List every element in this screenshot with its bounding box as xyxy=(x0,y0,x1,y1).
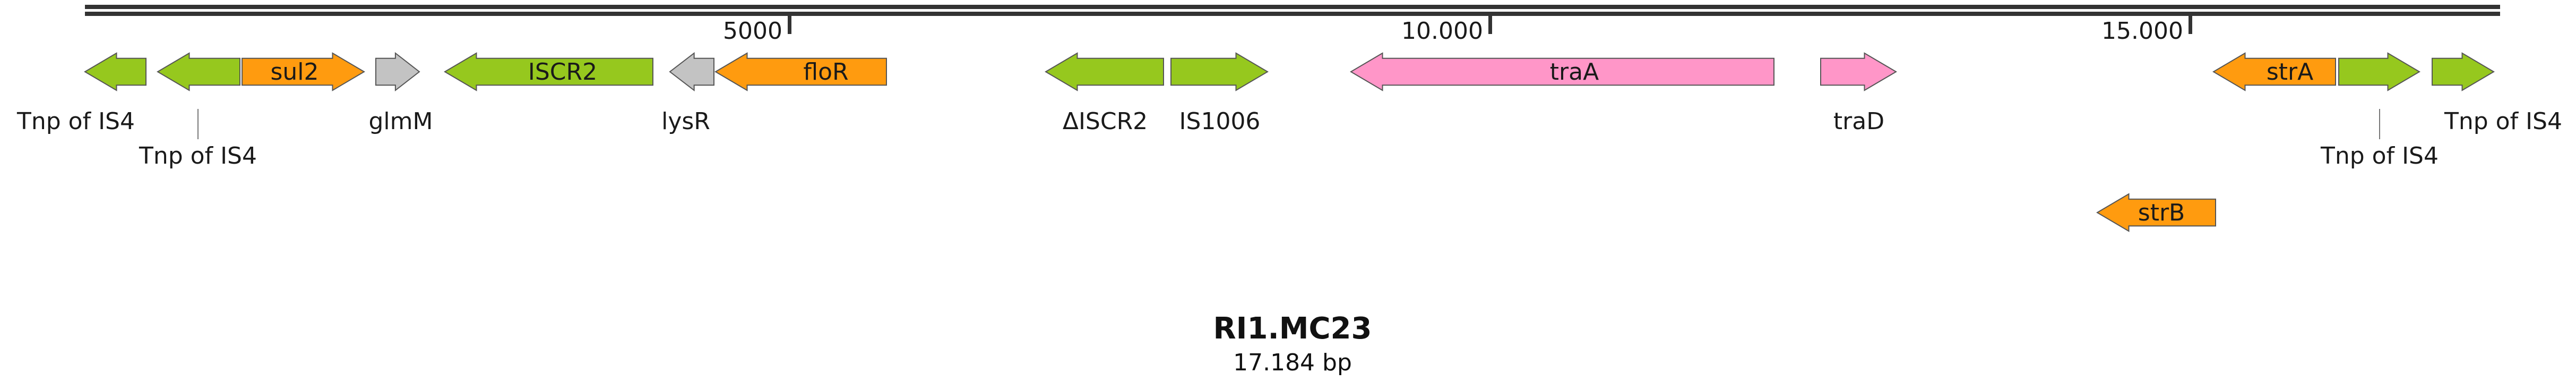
gene-arrow xyxy=(2338,52,2420,91)
gene-arrow xyxy=(1045,52,1164,91)
map-title: RI1.MC23 xyxy=(1213,311,1372,346)
tick-5000: 5000 xyxy=(723,16,791,45)
tick-label: 5000 xyxy=(723,18,782,45)
gene-trad xyxy=(1820,52,1897,91)
gene-stra: strA xyxy=(2212,52,2336,91)
tick-label: 10.000 xyxy=(1401,18,1483,45)
label-lysr: lysR xyxy=(661,108,710,135)
gene-label: strA xyxy=(2267,58,2313,86)
gene-label: ISCR2 xyxy=(528,58,597,86)
gene-arrow xyxy=(1820,52,1897,91)
gene-delta-iscr2 xyxy=(1045,52,1164,91)
label-trad: traD xyxy=(1833,108,1884,135)
gene-tnp-is4-1 xyxy=(84,52,147,91)
gene-arrow xyxy=(1170,52,1269,91)
tick-mark xyxy=(788,16,791,34)
backbone-line-top xyxy=(85,5,2500,9)
gene-label: floR xyxy=(803,58,848,86)
gene-traa: traA xyxy=(1350,52,1774,91)
gene-arrow xyxy=(2432,52,2495,91)
gene-label: traA xyxy=(1550,58,1599,86)
label-is1006: IS1006 xyxy=(1179,108,1261,135)
gene-tnp-is4-3 xyxy=(2338,52,2420,91)
label-glmm: glmM xyxy=(369,108,433,135)
gene-arrow xyxy=(1350,52,1774,91)
label-tnp-is4: Tnp of IS4 xyxy=(16,108,135,135)
gene-arrow xyxy=(157,52,240,91)
gene-arrow xyxy=(444,52,653,91)
tick-mark xyxy=(1488,16,1492,34)
tick-label: 15.000 xyxy=(2101,18,2183,45)
gene-arrow xyxy=(84,52,147,91)
gene-iscr2: ISCR2 xyxy=(444,52,653,91)
gene-label: sul2 xyxy=(270,58,318,86)
gene-glmm xyxy=(375,52,420,92)
gene-arrow xyxy=(669,52,714,92)
gene-label: strB xyxy=(2138,199,2185,226)
gene-is1006 xyxy=(1170,52,1269,91)
tick-15000: 15.000 xyxy=(2101,16,2192,45)
gene-flor: floR xyxy=(714,52,887,91)
label-tnp-is4: Tnp of IS4 xyxy=(2320,142,2439,170)
gene-lysr xyxy=(669,52,714,92)
gene-tnp-is4-2 xyxy=(157,52,240,91)
gene-tnp-is4-4 xyxy=(2432,52,2495,91)
tick-10000: 10.000 xyxy=(1401,16,1492,45)
label-tnp-is4: Tnp of IS4 xyxy=(139,142,257,170)
gene-arrow xyxy=(2212,52,2336,91)
map-length: 17.184 bp xyxy=(1233,349,1352,376)
gene-arrow xyxy=(242,52,365,91)
gene-arrow xyxy=(375,52,420,92)
tick-mark xyxy=(2189,16,2192,34)
backbone-line-bottom xyxy=(85,12,2500,16)
label-delta-iscr2: ΔISCR2 xyxy=(1063,108,1148,135)
gene-arrow xyxy=(714,52,887,91)
label-tnp-is4: Tnp of IS4 xyxy=(2444,108,2562,135)
gene-sul2: sul2 xyxy=(242,52,365,91)
gene-arrow xyxy=(2096,193,2216,232)
gene-strb: strB xyxy=(2096,193,2216,232)
